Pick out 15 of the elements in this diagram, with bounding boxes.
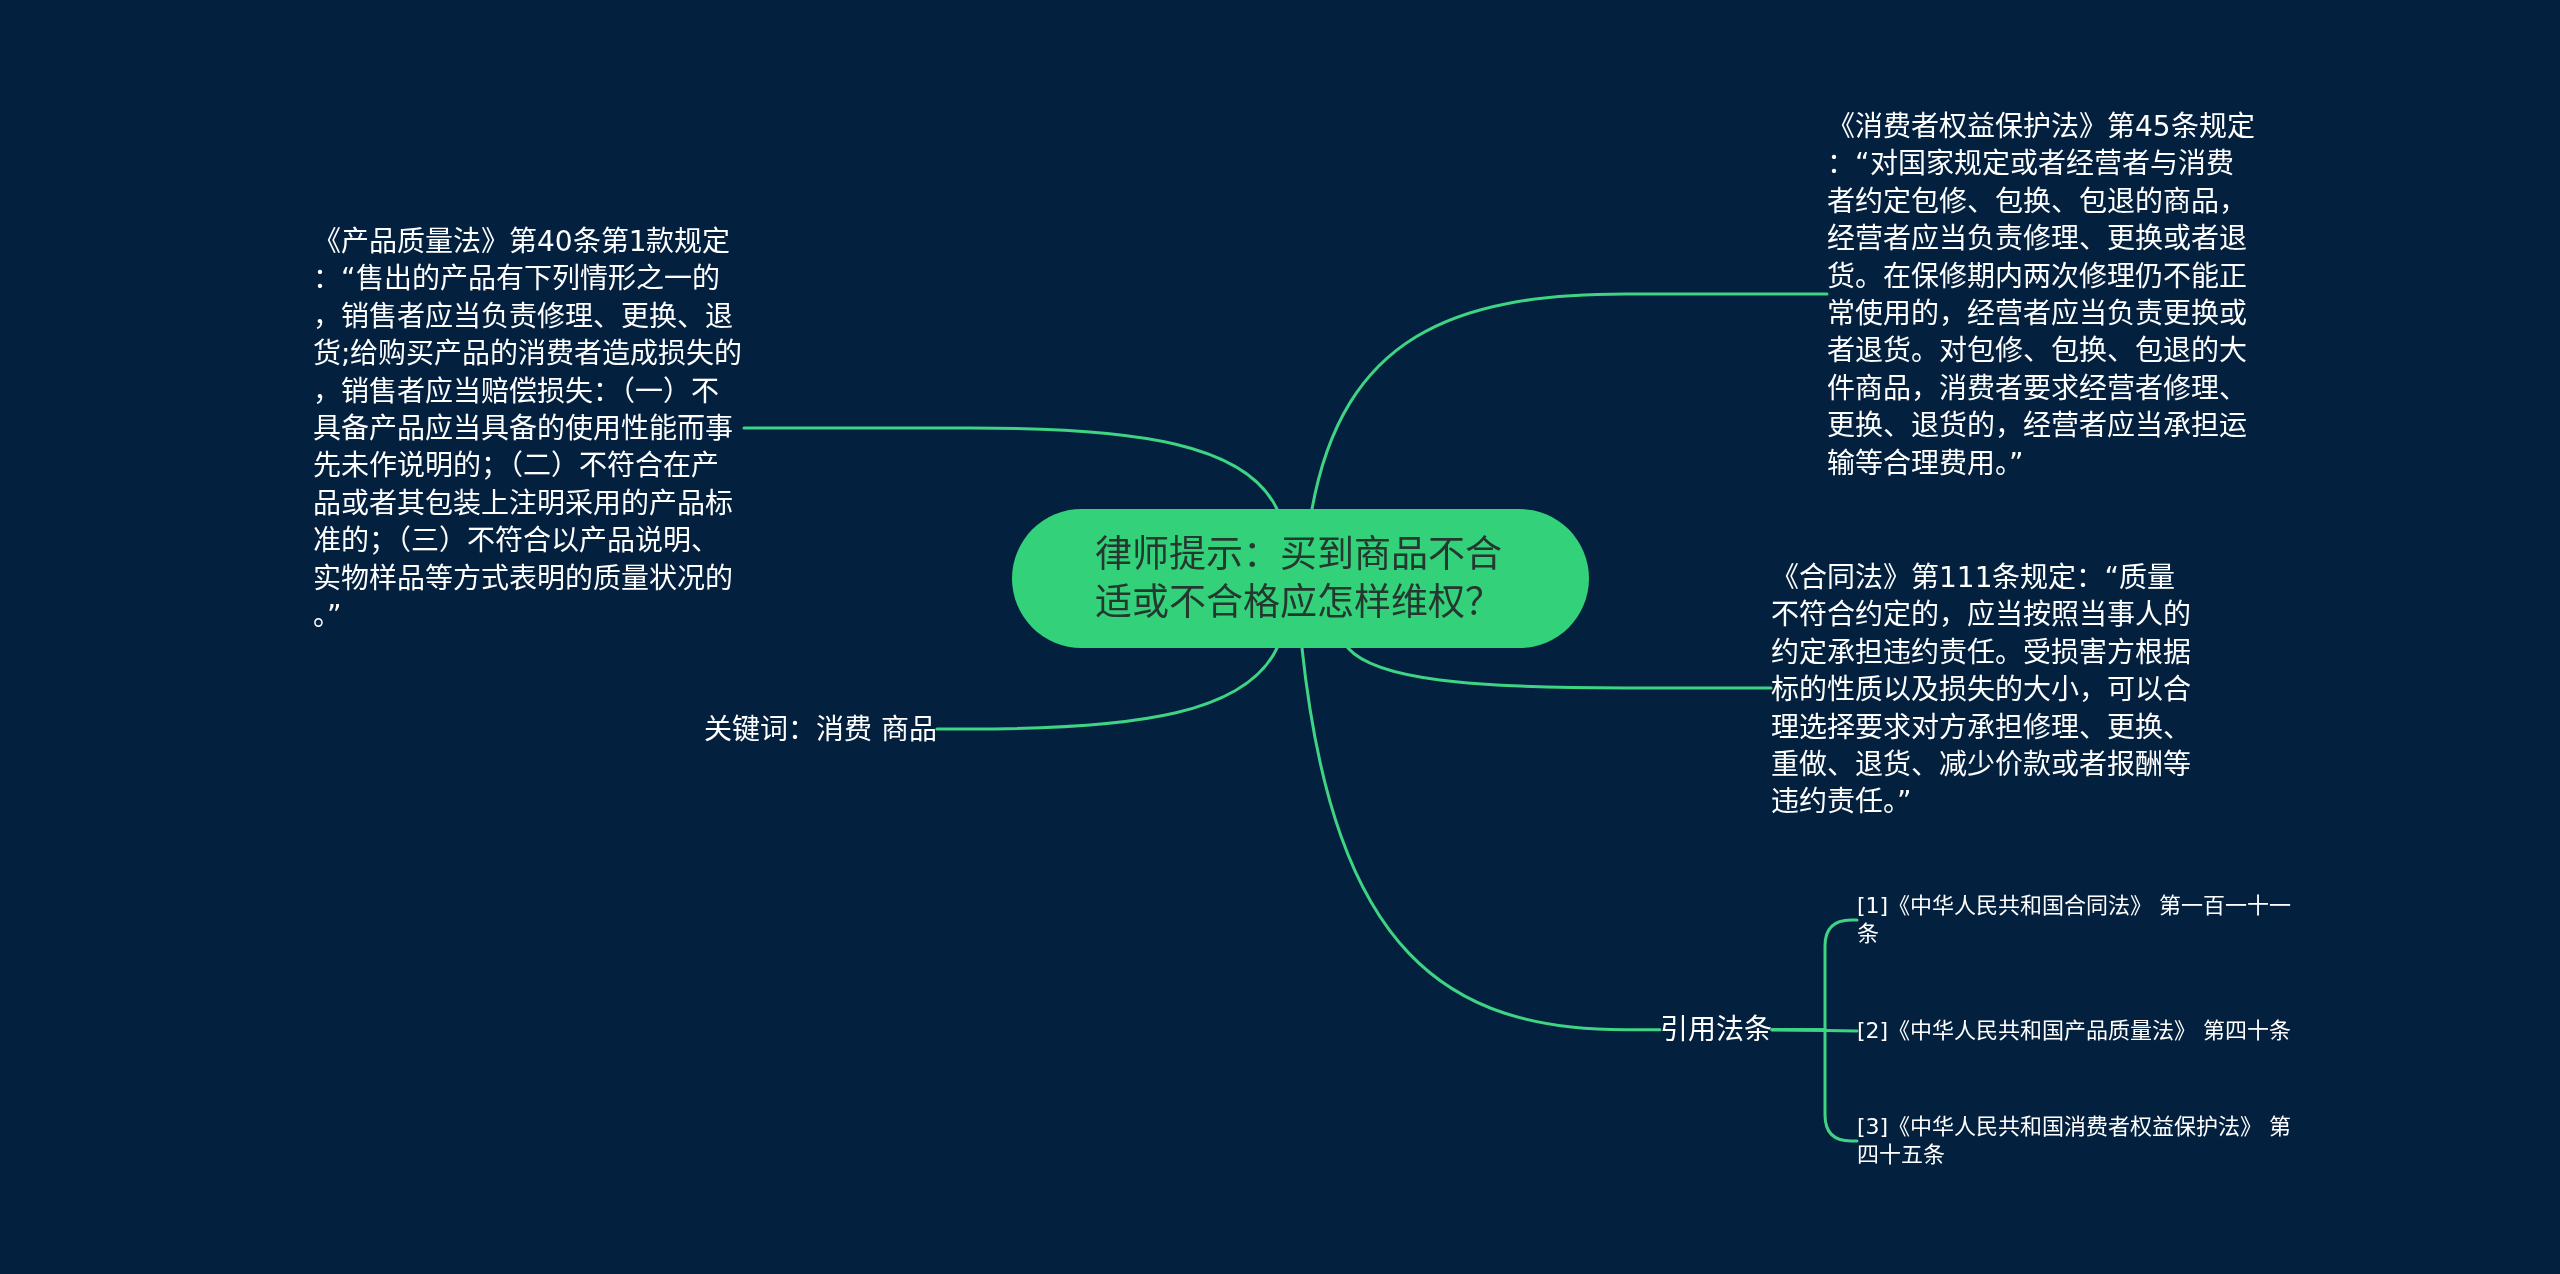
- reference-text: [2]《中华人民共和国产品质量法》 第四十条: [1857, 1017, 2299, 1045]
- branch-label: 引用法条: [1660, 1011, 1772, 1049]
- law-quote-text: 《合同法》第111条规定：“质量不符合约定的，应当按照当事人的约定承担违约责任。受损害方根据标的性质以及损失的大小，可以合理选择要求对方承担修理、更换、重做、退货、减少价款或者报酬等违约责任。”: [1771, 559, 2195, 821]
- keyword-text: 关键词：消费 商品: [704, 711, 937, 749]
- central-topic: 律师提示：买到商品不合适或不合格应怎样维权？: [1012, 509, 1589, 648]
- law-quote-text: 《产品质量法》第40条第1款规定：“售出的产品有下列情形之一的，销售者应当负责修理、更换、退货;给购买产品的消费者造成损失的，销售者应当赔偿损失：（一）不具备产品应当具备的使用性能而事先未作说明的；（二）不符合在产品或者其包装上注明采用的产品标准的；（三）不符合以产品说明、实物样品等方式表明的质量状况的。”: [313, 223, 744, 635]
- law-quote-text: 《消费者权益保护法》第45条规定：“对国家规定或者经营者与消费者约定包修、包换、包退的商品，经营者应当负责修理、更换或者退货。在保修期内两次修理仍不能正常使用的，经营者应当负责更换或者退货。对包修、包换、包退的大件商品，消费者要求经营者修理、更换、退货的，经营者应当承担运输等合理费用。”: [1827, 108, 2258, 483]
- connector-line: [1346, 646, 1773, 690]
- connector-line: [742, 426, 1279, 511]
- connector-line: [1770, 1028, 1859, 1143]
- reference-text: [1]《中华人民共和国合同法》 第一百一十一条: [1857, 892, 2299, 948]
- connector-line: [1310, 292, 1829, 511]
- reference-text: [3]《中华人民共和国消费者权益保护法》 第四十五条: [1857, 1113, 2299, 1169]
- connector-line: [935, 646, 1279, 731]
- connector-line: [1300, 646, 1662, 1032]
